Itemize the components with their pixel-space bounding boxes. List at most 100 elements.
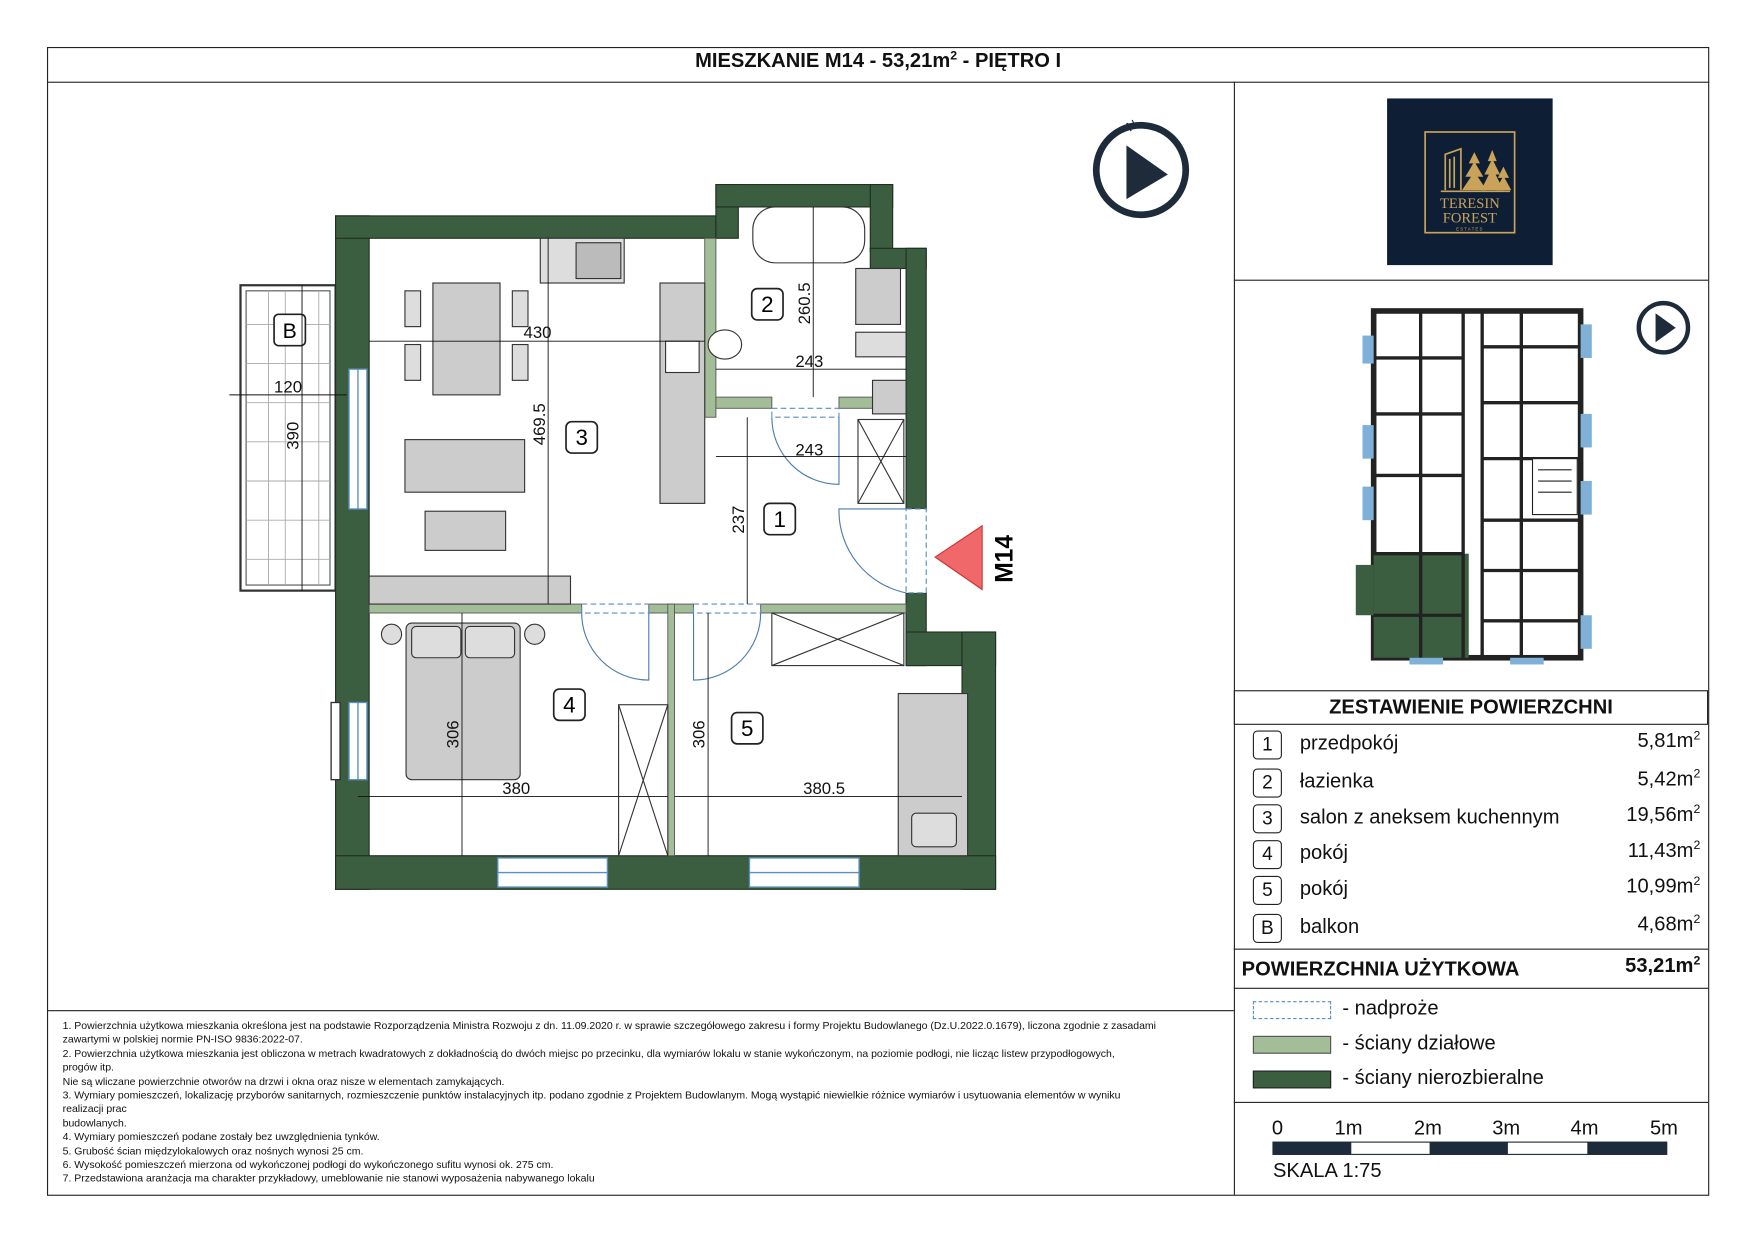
room-area: 10,99m2 (1626, 874, 1701, 898)
room-number: 2 (1252, 768, 1282, 798)
footnote: realizacji prac (62, 1102, 127, 1115)
doors (581, 417, 907, 681)
footnote: Nie są wliczane powierzchnie otworów na … (62, 1074, 505, 1087)
divider (46, 1010, 1234, 1012)
wardrobes (618, 418, 905, 857)
compass-icon: N (1092, 117, 1190, 219)
dim-label: 120 (274, 378, 302, 397)
dim-label: 430 (524, 323, 552, 342)
balcony: B (239, 284, 337, 592)
divider (1233, 948, 1709, 950)
footnote: 5. Grubość ścian międzylokalowych oraz n… (62, 1143, 364, 1157)
total-area-label: POWIERZCHNIA UŻYTKOWA (1241, 957, 1520, 980)
entrance-label: M14 (991, 535, 1018, 583)
room-number: 5 (1252, 875, 1282, 905)
scale-tick: 3m (1492, 1116, 1521, 1139)
footnote: 4. Wymiary pomieszczeń podane zostały be… (62, 1130, 380, 1143)
compass-north-label: N (1124, 117, 1140, 135)
furniture (368, 206, 969, 857)
room-number: B (1252, 913, 1282, 943)
dim-label: 469.5 (530, 403, 549, 445)
entrance-marker-icon (934, 524, 983, 591)
room-name: salon z aneksem kuchennym (1299, 805, 1560, 828)
room-area: 5,42m2 (1637, 767, 1701, 790)
divider (1233, 987, 1709, 989)
divider (1233, 81, 1235, 1195)
page-title: MIESZKANIE M14 - 53,21m2 - PIĘTRO I (47, 49, 1709, 72)
legend-swatch (1252, 1035, 1332, 1054)
dim-label: 306 (444, 720, 463, 748)
scale-tick: 1m (1334, 1116, 1363, 1139)
scale-bar (1272, 1141, 1668, 1155)
room-area: 4,68m2 (1637, 912, 1701, 936)
footnote: zawartymi w polskiej normie PN-ISO 9836:… (62, 1032, 303, 1046)
divider (46, 81, 1710, 83)
teresin-forest-logo: TERESIN FOREST ESTATES (1387, 98, 1553, 266)
legend-swatch (1252, 1070, 1332, 1089)
footnote: 2. Powierzchnia użytkowa mieszkania jest… (62, 1046, 1115, 1060)
dim-label: 390 (284, 422, 303, 450)
summary-row: 4 pokój 11,43m2 (1252, 838, 1701, 870)
room-number: 1 (1252, 730, 1282, 760)
legend-label: - nadproże (1342, 996, 1439, 1020)
floor-plan: N B (229, 117, 1190, 890)
sheet-frame (46, 46, 1710, 1196)
logo-text: FOREST (1443, 211, 1497, 227)
divider (1233, 1101, 1709, 1103)
footnote: 1. Powierzchnia użytkowa mieszkania okre… (62, 1019, 1157, 1032)
title-sup: 2 (950, 49, 958, 63)
dim-label: 243 (795, 352, 823, 371)
room-label: 3 (575, 425, 587, 450)
room-labels: 1 2 3 4 5 (552, 287, 797, 745)
room-number: 4 (1252, 840, 1282, 870)
logo-text: TERESIN (1440, 196, 1500, 212)
summary-row: 3 salon z aneksem kuchennym 19,56m2 (1252, 803, 1701, 834)
windows (330, 368, 860, 888)
scale-tick: 5m (1649, 1116, 1678, 1139)
room-number: 3 (1252, 804, 1282, 834)
scale-tick: 0 (1271, 1116, 1284, 1139)
room-name: pokój (1299, 841, 1348, 864)
scale-tick: 2m (1413, 1116, 1442, 1139)
logo-text: ESTATES (1456, 226, 1484, 231)
legend-swatch (1252, 1001, 1332, 1020)
title-main: MIESZKANIE M14 - 53,21m (695, 49, 951, 72)
building-key-plan (1355, 300, 1691, 665)
dimension-lines (229, 206, 963, 856)
legend-label: - ściany działowe (1342, 1031, 1496, 1054)
room-area: 11,43m2 (1627, 838, 1701, 862)
scale-label: SKALA 1:75 (1272, 1158, 1382, 1182)
room-name: pokój (1299, 876, 1348, 900)
room-name: łazienka (1299, 769, 1374, 792)
balcony-label: B (283, 319, 297, 343)
dim-label: 380.5 (803, 779, 845, 798)
dim-label: 260.5 (795, 282, 814, 324)
entrance-door-opening (905, 508, 927, 594)
divider (1233, 279, 1709, 281)
room-label: 4 (563, 693, 575, 718)
door-lintels (581, 407, 840, 614)
footnote: budowlanych. (62, 1116, 127, 1129)
room-label: 5 (741, 716, 753, 741)
room-name: przedpokój (1299, 731, 1399, 754)
summary-title: ZESTAWIENIE POWIERZCHNI (1233, 690, 1709, 725)
footnotes: 1. Powierzchnia użytkowa mieszkania okre… (63, 1019, 1232, 1186)
dim-label: 380 (502, 779, 530, 798)
room-label: 2 (761, 292, 773, 317)
footnote: 3. Wymiary pomieszczeń, lokalizację przy… (62, 1088, 1121, 1101)
title-tail: - PIĘTRO I (957, 49, 1062, 72)
room-area: 19,56m2 (1626, 803, 1701, 826)
dim-label: 237 (729, 506, 748, 534)
footnote: 6. Wysokość pomieszczeń mierzona od wyko… (62, 1157, 554, 1171)
room-area: 5,81m2 (1637, 729, 1701, 752)
room-label: 1 (773, 507, 785, 532)
dimension-labels: 430 469.5 260.5 243 243 237 120 390 306 … (274, 282, 845, 798)
total-area-value: 53,21m2 (1625, 954, 1701, 977)
summary-row: 2 łazienka 5,42m2 (1252, 767, 1701, 798)
summary-row: 5 pokój 10,99m2 (1252, 874, 1701, 906)
footnote: 7. Przedstawiona aranżacja ma charakter … (62, 1171, 595, 1185)
dim-label: 306 (690, 720, 709, 748)
legend-label: - ściany nierozbieralne (1342, 1066, 1544, 1089)
